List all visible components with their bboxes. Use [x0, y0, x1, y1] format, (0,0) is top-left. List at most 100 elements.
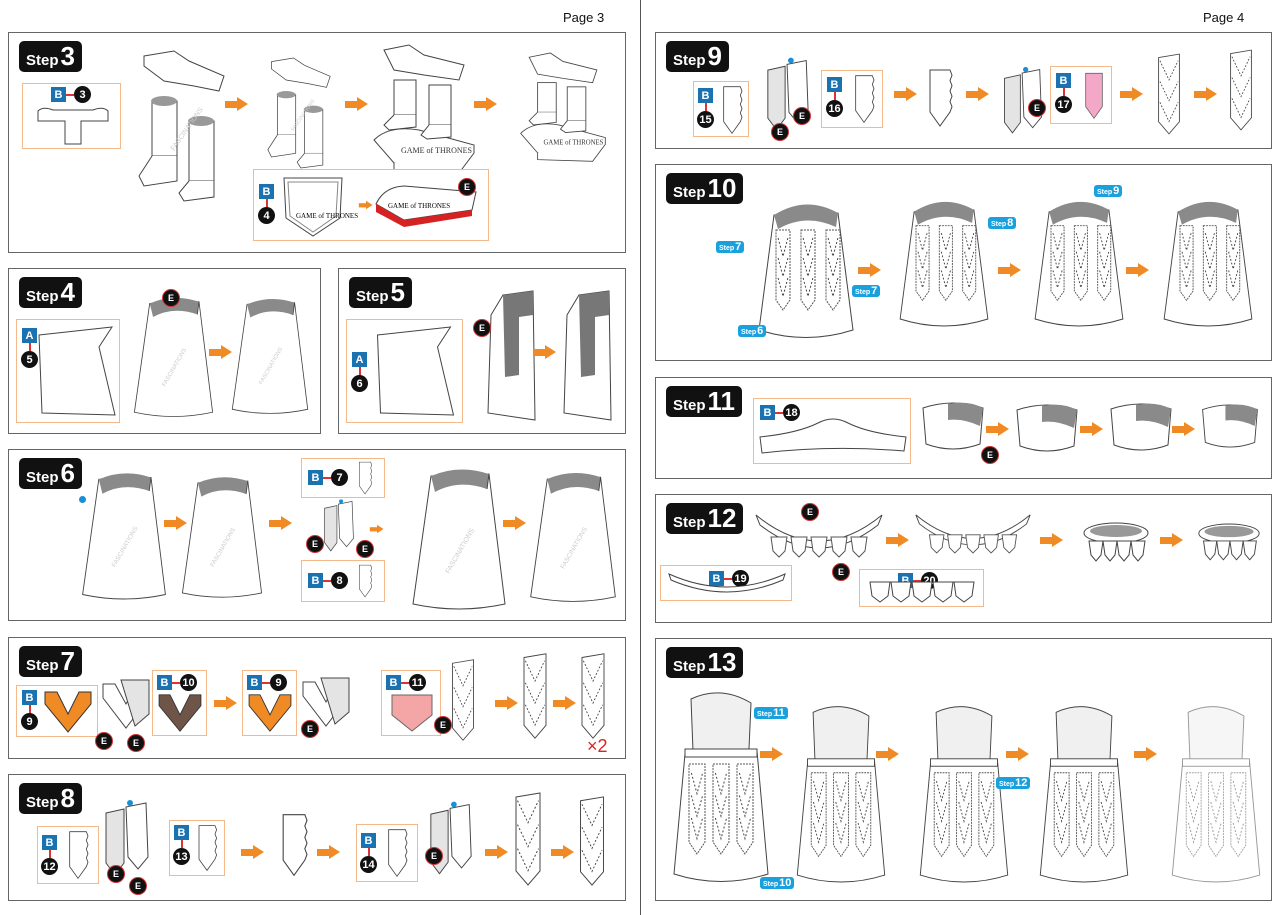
belt-plates-piece [866, 578, 978, 604]
next-arrow-icon [876, 747, 900, 761]
panel-assembly [1001, 63, 1045, 143]
next-arrow-icon [1120, 87, 1144, 101]
pennant-piece [385, 828, 409, 878]
glue-callout: E [434, 716, 452, 734]
next-arrow-icon [1172, 422, 1196, 436]
svg-text:GAME of THRONES: GAME of THRONES [388, 202, 450, 210]
next-arrow-icon [474, 97, 498, 111]
next-arrow-icon [1040, 533, 1064, 547]
chevron-stack [577, 795, 607, 887]
next-arrow-icon [241, 845, 265, 859]
panel-assembly [314, 499, 364, 555]
pennant-piece [66, 830, 90, 880]
chevron-stack [1228, 47, 1254, 133]
pennant-piece [720, 85, 744, 135]
pennant-piece [356, 564, 374, 598]
body-drawing [1031, 193, 1127, 333]
next-arrow-icon [209, 345, 233, 359]
next-arrow-icon [966, 87, 990, 101]
glue-callout: E [473, 319, 491, 337]
torso-drawing [671, 689, 771, 889]
next-arrow-icon [986, 422, 1010, 436]
next-arrow-icon [1080, 422, 1104, 436]
next-arrow-icon [345, 97, 369, 111]
next-arrow-icon [1006, 747, 1030, 761]
collar-drawing [1012, 396, 1082, 460]
glue-callout: E [107, 865, 125, 883]
base-with-red-edge: GAME of THRONES [374, 182, 478, 228]
glue-callout: E [425, 847, 443, 865]
glue-callout: E [771, 123, 789, 141]
chevron-stack [513, 791, 543, 887]
body-drawing: FASCINATIONS [229, 287, 311, 425]
collar-drawing [1198, 396, 1262, 456]
glue-dot-icon [79, 496, 86, 503]
panel-assembly [101, 800, 153, 881]
panel-assembly [427, 799, 475, 883]
chevron-stack [517, 652, 553, 740]
pink-piece [390, 693, 434, 733]
next-arrow-icon [858, 263, 882, 277]
body-drawing: FASCINATIONS [409, 464, 509, 614]
next-arrow-icon [1194, 87, 1218, 101]
panel-drawing [928, 63, 953, 133]
body-drawing: FASCINATIONS [527, 464, 619, 610]
part-t-piece [33, 106, 113, 146]
next-arrow-icon [760, 747, 784, 761]
side-strip-drawing [483, 285, 538, 421]
collar-piece [758, 415, 908, 459]
glue-callout: E [127, 734, 145, 752]
chevron-assembly [101, 678, 151, 734]
body-drawing: FASCINATIONS [131, 287, 216, 427]
boots-on-base-drawing: GAME of THRONES [369, 44, 479, 175]
next-arrow-icon [886, 533, 910, 547]
next-arrow-icon [503, 516, 527, 530]
pennant-piece [852, 74, 876, 124]
next-arrow-icon [1134, 747, 1158, 761]
glue-callout: E [981, 446, 999, 464]
